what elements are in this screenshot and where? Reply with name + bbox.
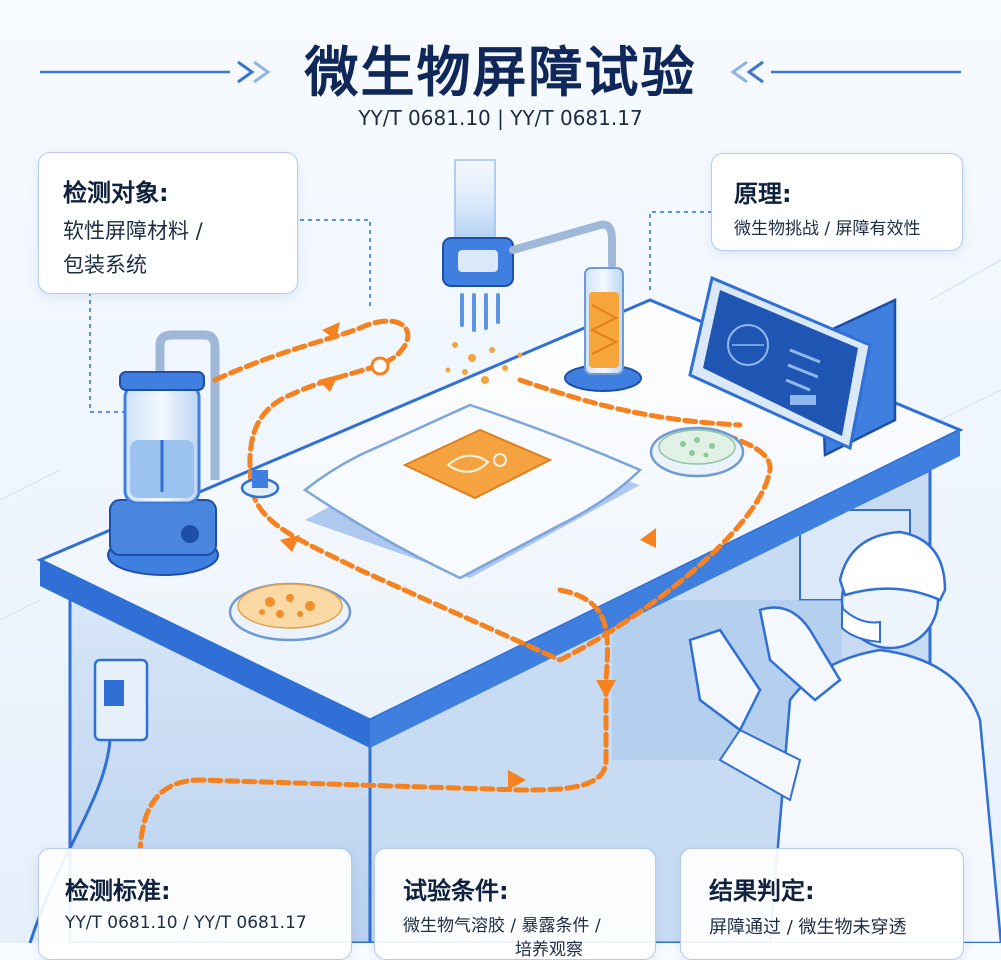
petri-dish-orange (228, 582, 352, 642)
flow-path (137, 318, 773, 863)
card-test-object-title: 检测对象: (63, 179, 169, 207)
card-principle-body: 微生物挑战 / 屏障有效性 (734, 219, 921, 239)
card-standard: 检测标准: YY/T 0681.10 / YY/T 0681.17 (38, 848, 352, 960)
card-connectors (89, 211, 712, 413)
card-conditions-line2: 培养观察 (515, 940, 583, 960)
card-conditions-title: 试验条件: (403, 877, 509, 905)
page-title: 微生物屏障试验 (304, 41, 697, 104)
sample-package (302, 403, 643, 580)
control-monitor (688, 275, 897, 457)
flow-node (370, 356, 390, 376)
title-decoration-left (40, 60, 271, 84)
card-standard-body: YY/T 0681.10 / YY/T 0681.17 (65, 913, 307, 933)
aerosol-nozzle (442, 159, 616, 384)
card-conditions: 试验条件: 微生物气溶胶 / 暴露条件 / 培养观察 (374, 848, 656, 960)
card-conditions-line1: 微生物气溶胶 / 暴露条件 / (403, 916, 601, 936)
title-decoration-right (730, 60, 961, 84)
card-test-object-line1: 软性屏障材料 / (63, 219, 203, 243)
petri-dish-green (649, 426, 745, 478)
card-result-body: 屏障通过 / 微生物未穿透 (709, 917, 907, 938)
card-standard-title: 检测标准: (65, 877, 171, 905)
card-principle: 原理: 微生物挑战 / 屏障有效性 (711, 153, 963, 251)
card-principle-title: 原理: (734, 180, 792, 208)
aerosol-generator (107, 330, 220, 576)
card-test-object: 检测对象: 软性屏障材料 / 包装系统 (38, 152, 298, 294)
standard-subtitle: YY/T 0681.10 | YY/T 0681.17 (358, 106, 643, 130)
floor-grid (0, 259, 1001, 621)
culture-tube (564, 267, 642, 392)
sample-port (240, 470, 280, 499)
flow-arrows (280, 322, 656, 790)
card-test-object-line2: 包装系统 (63, 253, 147, 277)
card-result: 结果判定: 屏障通过 / 微生物未穿透 (680, 848, 964, 960)
card-result-title: 结果判定: (709, 877, 815, 905)
